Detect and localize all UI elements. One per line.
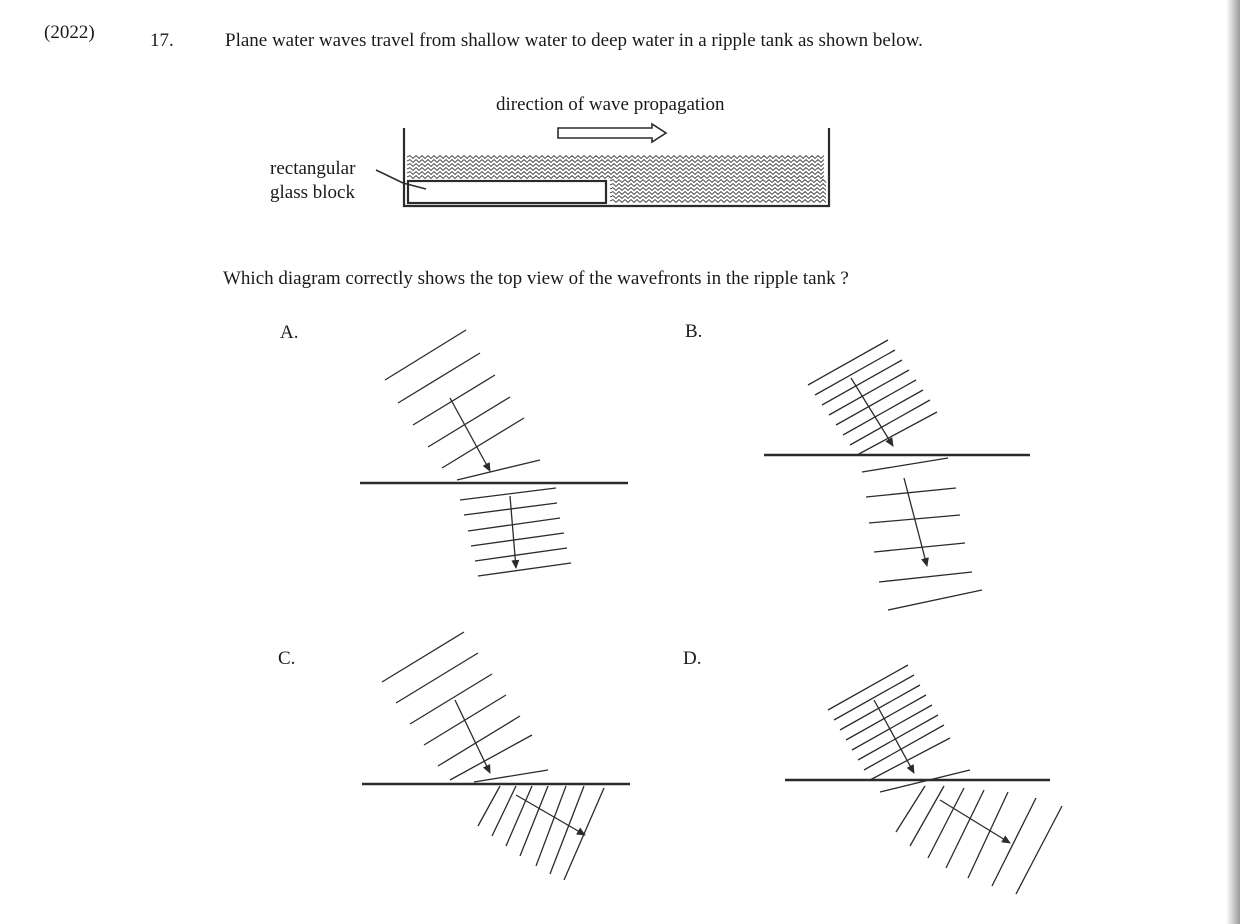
question-number: 17. xyxy=(150,30,174,51)
option-c-label[interactable]: C. xyxy=(278,648,296,669)
water-hatching-shallow xyxy=(406,155,825,179)
label-leader-pointer xyxy=(402,182,427,190)
tank-walls xyxy=(402,128,831,208)
ray-arrow-icon xyxy=(873,699,915,774)
question-stem: Plane water waves travel from shallow wa… xyxy=(225,30,923,51)
glass-block xyxy=(406,179,608,205)
water-wave-line xyxy=(609,179,827,183)
water-wave-line xyxy=(609,199,827,203)
water-wave-line xyxy=(406,159,825,163)
water-wave-line xyxy=(406,167,825,171)
label-leader-line xyxy=(375,169,404,184)
water-wave-line xyxy=(406,171,825,175)
water-wave-line xyxy=(406,155,825,159)
ripple-tank-figure xyxy=(375,122,831,208)
option-c-diagram[interactable] xyxy=(362,631,630,881)
ray-arrow-icon xyxy=(509,495,520,569)
water-wave-line xyxy=(406,175,825,179)
direction-arrow-icon xyxy=(557,122,668,144)
water-wave-line xyxy=(609,195,827,199)
ray-arrow-icon xyxy=(903,477,929,567)
water-wave-line xyxy=(609,183,827,187)
glass-block-label-line2: glass block xyxy=(270,182,355,203)
year-label: (2022) xyxy=(44,22,95,43)
direction-label: direction of wave propagation xyxy=(496,94,725,115)
option-d-label[interactable]: D. xyxy=(683,648,702,669)
ray-arrow-icon xyxy=(454,699,491,774)
water-hatching-deep xyxy=(609,179,827,203)
ray-arrow-icon xyxy=(939,799,1011,844)
ray-arrow-icon xyxy=(515,794,586,836)
water-wave-line xyxy=(609,187,827,191)
water-wave-line xyxy=(406,163,825,167)
ray-arrow-icon xyxy=(449,397,491,472)
page-edge-shadow xyxy=(1226,0,1240,924)
option-a-label[interactable]: A. xyxy=(280,322,299,343)
ray-arrow-icon xyxy=(850,377,894,447)
glass-block-label: rectangular glass block xyxy=(270,157,355,205)
glass-block-label-line1: rectangular xyxy=(270,158,356,179)
option-d-diagram[interactable] xyxy=(785,664,1063,895)
option-a-diagram[interactable] xyxy=(360,329,628,577)
question-prompt: Which diagram correctly shows the top vi… xyxy=(223,268,849,289)
option-b-label[interactable]: B. xyxy=(685,321,703,342)
option-b-diagram[interactable] xyxy=(764,339,1030,611)
water-wave-line xyxy=(609,191,827,195)
